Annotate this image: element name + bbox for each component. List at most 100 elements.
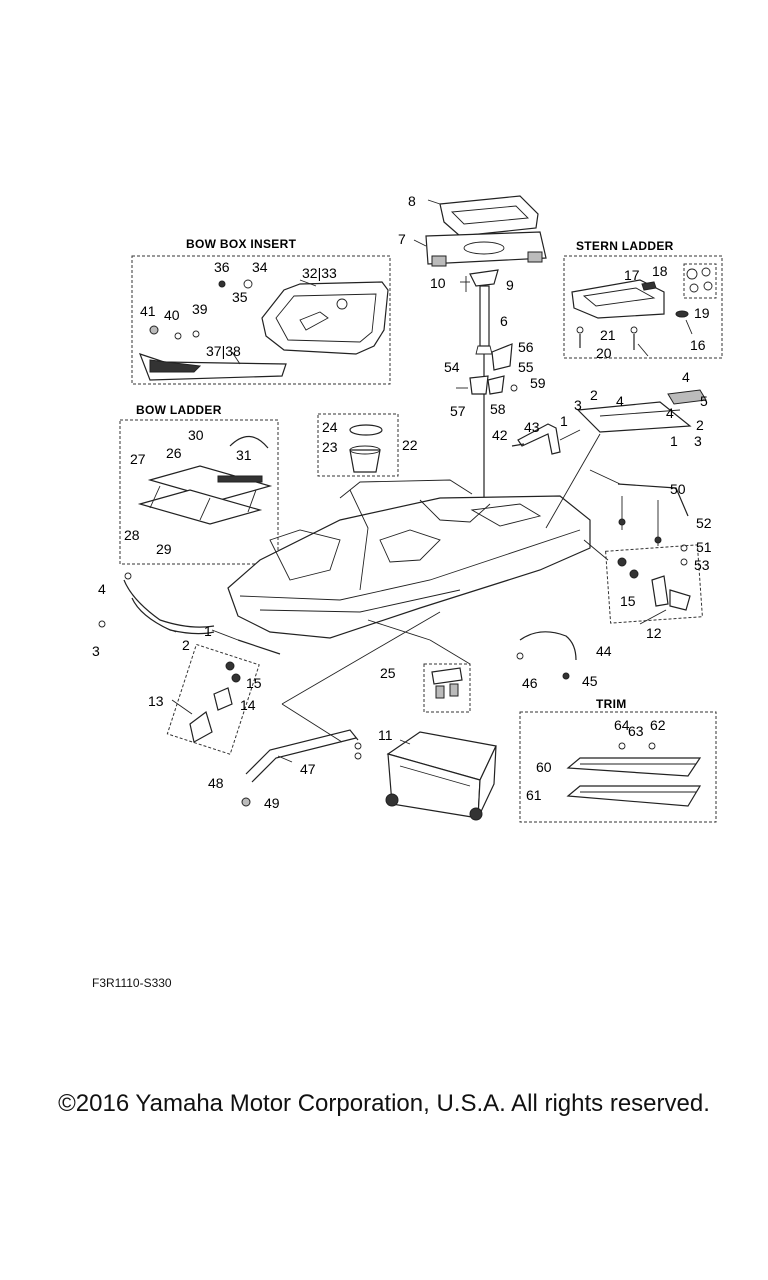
callout-58: 58 — [490, 401, 506, 417]
callout-8: 8 — [408, 193, 416, 209]
cleats-13-15-left — [166, 643, 260, 755]
stern-ladder-title: STERN LADDER — [576, 239, 674, 253]
callout-16: 16 — [690, 337, 706, 353]
callout-18: 18 — [652, 263, 668, 279]
callout-50: 50 — [670, 481, 686, 497]
callout-21: 21 — [600, 327, 616, 343]
seat-cushion-8 — [439, 195, 539, 237]
callout-5: 5 — [700, 393, 708, 409]
callout-23: 23 — [322, 439, 338, 455]
callout-27: 27 — [130, 451, 146, 467]
callout-55: 55 — [518, 359, 534, 375]
bow-ladder-26 — [137, 465, 273, 525]
callout-1-right: 1 — [670, 433, 678, 449]
bow-box-lid-32-33 — [261, 281, 389, 355]
callout-20: 20 — [596, 345, 612, 361]
callout-45: 45 — [582, 673, 598, 689]
grab-handle-47 — [241, 729, 362, 807]
callout-4-mid: 4 — [616, 393, 624, 409]
callout-28: 28 — [124, 527, 140, 543]
callout-51: 51 — [696, 539, 712, 555]
callout-41: 41 — [140, 303, 156, 319]
callout-47: 47 — [300, 761, 316, 777]
callout-4-right: 4 — [666, 405, 674, 421]
drain-box — [423, 663, 471, 713]
bow-ladder-box — [119, 419, 279, 565]
bow-box-fasteners — [149, 279, 253, 340]
bow-box-insert-title: BOW BOX INSERT — [186, 237, 297, 251]
copyright-notice: ©2016 Yamaha Motor Corporation, U.S.A. A… — [58, 1090, 710, 1117]
callout-6: 6 — [500, 313, 508, 329]
callout-25: 25 — [380, 665, 396, 681]
callout-37-38: 37|38 — [206, 343, 241, 359]
cupholder-box — [317, 413, 399, 477]
trim-box — [519, 711, 717, 823]
callout-10: 10 — [430, 275, 446, 291]
callout-49: 49 — [264, 795, 280, 811]
callout-35: 35 — [232, 289, 248, 305]
callout-15-left: 15 — [246, 675, 262, 691]
stern-ladder-17 — [571, 279, 665, 319]
callout-29: 29 — [156, 541, 172, 557]
bow-ladder-handle-30 — [229, 435, 269, 449]
diagram-reference-code: F3R1110-S330 — [92, 976, 172, 990]
callout-32-33: 32|33 — [302, 265, 337, 281]
callout-11: 11 — [378, 727, 393, 743]
callout-34: 34 — [252, 259, 268, 275]
bow-rails-left — [98, 572, 215, 635]
callout-3-left: 3 — [92, 643, 100, 659]
callout-63: 63 — [628, 723, 644, 739]
callout-44: 44 — [596, 643, 612, 659]
seat-base-7 — [425, 231, 547, 267]
callout-1-top: 1 — [560, 413, 568, 429]
callout-43: 43 — [524, 419, 540, 435]
callout-4-top: 4 — [682, 369, 690, 385]
cooler-11 — [385, 731, 497, 821]
callout-53: 53 — [694, 557, 710, 573]
pedestal-base-54-59 — [456, 343, 518, 395]
callout-9: 9 — [506, 277, 514, 293]
callout-31: 31 — [236, 447, 252, 463]
callout-61: 61 — [526, 787, 542, 803]
cleats-12-15-right — [605, 544, 703, 624]
callout-3-right: 3 — [694, 433, 702, 449]
callout-1-left: 1 — [204, 623, 212, 639]
stern-rails-1-5 — [576, 389, 707, 433]
callout-2-left: 2 — [182, 637, 190, 653]
grab-handle-44 — [516, 631, 577, 680]
trim-title: TRIM — [596, 697, 627, 711]
callout-19: 19 — [694, 305, 710, 321]
callout-7: 7 — [398, 231, 406, 247]
leader-lines — [165, 199, 693, 763]
bow-box-mat-37-38 — [138, 353, 287, 381]
trim-strips-60-61 — [566, 742, 702, 807]
callout-22: 22 — [402, 437, 418, 453]
callout-17: 17 — [624, 267, 640, 283]
callout-24: 24 — [322, 419, 338, 435]
callout-46: 46 — [522, 675, 538, 691]
callout-12: 12 — [646, 625, 662, 641]
callout-4-left: 4 — [98, 581, 106, 597]
callout-39: 39 — [192, 301, 208, 317]
callout-59: 59 — [530, 375, 546, 391]
stern-ladder-screws-20-21 — [576, 326, 638, 350]
bow-ladder-title: BOW LADDER — [136, 403, 222, 417]
callout-54: 54 — [444, 359, 460, 375]
callout-14: 14 — [240, 697, 256, 713]
bow-box-insert-box — [131, 255, 391, 385]
callout-26: 26 — [166, 445, 182, 461]
callout-60: 60 — [536, 759, 552, 775]
cupholder-22-24 — [349, 424, 383, 473]
callout-56: 56 — [518, 339, 534, 355]
callout-57: 57 — [450, 403, 466, 419]
callout-13: 13 — [148, 693, 164, 709]
callout-42: 42 — [492, 427, 508, 443]
callouts: 8 7 10 9 6 56 55 54 59 57 58 36 34 32|33… — [92, 193, 712, 811]
callout-2-top: 2 — [590, 387, 598, 403]
stern-ladder-pad-19 — [675, 310, 689, 318]
callout-40: 40 — [164, 307, 180, 323]
callout-62: 62 — [650, 717, 666, 733]
callout-3-top: 3 — [574, 397, 582, 413]
callout-48: 48 — [208, 775, 224, 791]
